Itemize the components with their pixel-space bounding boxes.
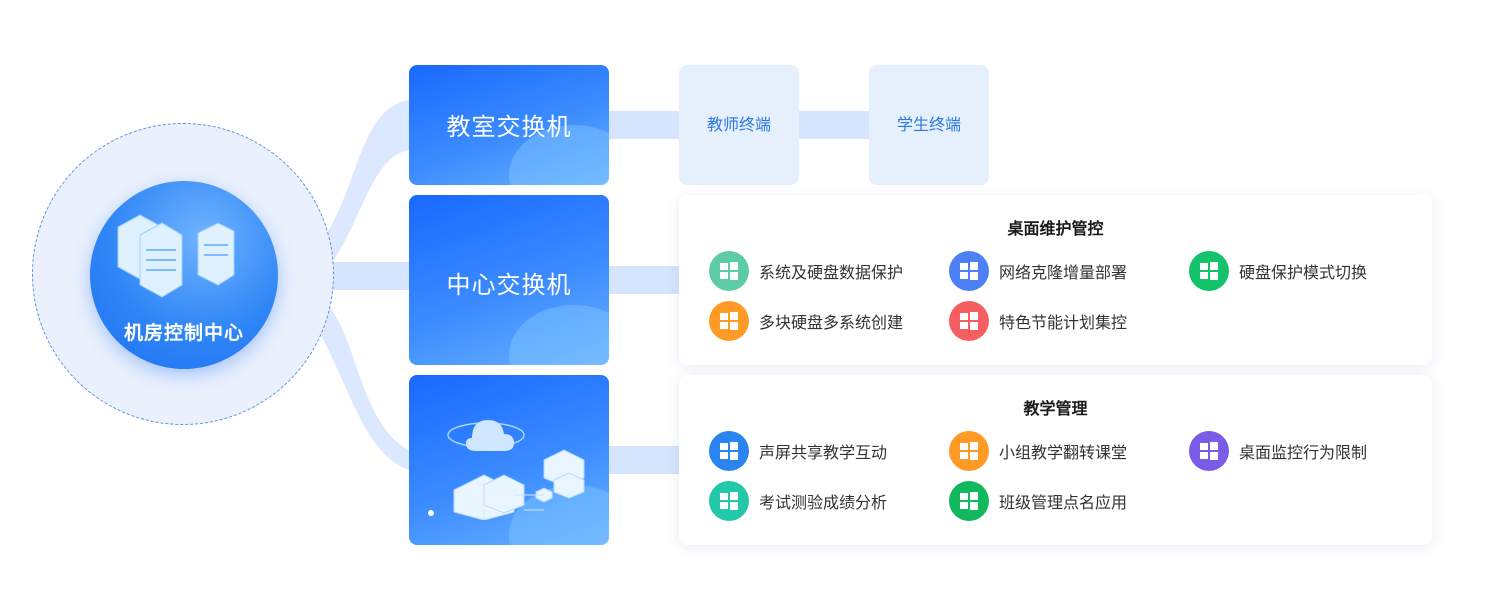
feature-item[interactable]: 考试测验成绩分析 (709, 481, 887, 521)
windows-icon (709, 301, 749, 341)
feature-label: 特色节能计划集控 (999, 313, 1128, 332)
windows-icon (709, 431, 749, 471)
cloud-network-illustration-icon (428, 420, 585, 520)
hub-circle (90, 181, 278, 369)
feature-label: 班级管理点名应用 (999, 493, 1128, 512)
feature-label: 网络克隆增量部署 (999, 263, 1128, 282)
teacher-terminal[interactable]: 教师终端 (679, 65, 799, 185)
classroom-switch-card[interactable]: 教室交换机 (409, 65, 609, 185)
windows-icon (1189, 251, 1229, 291)
feature-item[interactable]: 班级管理点名应用 (949, 481, 1127, 521)
teaching-management-panel: 教学管理 声屏共享教学互动 小组教学翻转课堂 桌面监控行为限制 考试测验成绩分析… (679, 375, 1432, 545)
center-switch-card[interactable]: 中心交换机 (409, 195, 609, 365)
panel-title: 教学管理 (1023, 399, 1088, 418)
windows-icon (949, 251, 989, 291)
feature-label: 系统及硬盘数据保护 (759, 263, 904, 282)
feature-item[interactable]: 声屏共享教学互动 (709, 431, 887, 471)
windows-icon (949, 431, 989, 471)
feature-label: 多块硬盘多系统创建 (759, 313, 904, 332)
connector-switch-to-teacher (609, 111, 679, 139)
center-switch-label: 中心交换机 (446, 271, 572, 299)
connector-switch-to-desktop-panel (609, 266, 679, 294)
feature-item[interactable]: 桌面监控行为限制 (1189, 431, 1367, 471)
feature-item[interactable]: 网络克隆增量部署 (949, 251, 1127, 291)
decorative-blob (509, 305, 609, 365)
desktop-maintenance-panel: 桌面维护管控 系统及硬盘数据保护 网络克隆增量部署 硬盘保护模式切换 多块硬盘多… (679, 195, 1432, 365)
feature-item[interactable]: 多块硬盘多系统创建 (709, 301, 903, 341)
feature-label: 硬盘保护模式切换 (1239, 263, 1368, 282)
feature-label: 声屏共享教学互动 (759, 443, 888, 462)
server-room-icon (117, 214, 235, 298)
feature-label: 考试测验成绩分析 (759, 493, 888, 512)
feature-item[interactable]: 小组教学翻转课堂 (949, 431, 1127, 471)
windows-icon (709, 251, 749, 291)
classroom-switch-label: 教室交换机 (446, 113, 572, 141)
windows-icon (949, 301, 989, 341)
connector-teacher-to-student (799, 111, 869, 139)
feature-item[interactable]: 特色节能计划集控 (949, 301, 1127, 341)
connector-switch-to-teaching-panel (609, 446, 679, 474)
windows-icon (949, 481, 989, 521)
hub-label: 机房控制中心 (123, 322, 244, 344)
feature-item[interactable]: 硬盘保护模式切换 (1189, 251, 1367, 291)
feature-label: 桌面监控行为限制 (1239, 443, 1368, 462)
cloud-switch-card[interactable] (409, 375, 609, 545)
feature-item[interactable]: 系统及硬盘数据保护 (709, 251, 903, 291)
panel-title: 桌面维护管控 (1007, 219, 1104, 238)
windows-icon (1189, 431, 1229, 471)
feature-label: 小组教学翻转课堂 (999, 443, 1128, 462)
windows-icon (709, 481, 749, 521)
student-terminal[interactable]: 学生终端 (869, 65, 989, 185)
